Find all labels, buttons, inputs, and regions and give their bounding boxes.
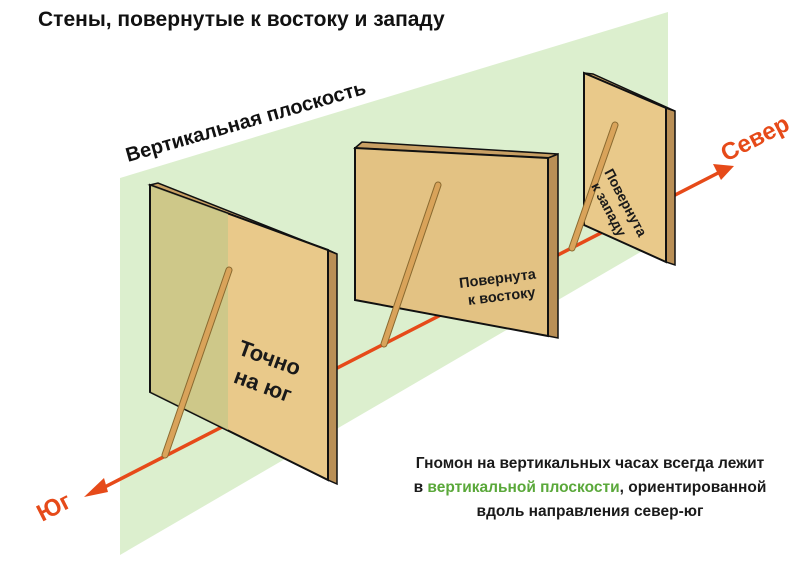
wall-west: Повернута к западу (568, 71, 676, 267)
wall-west-face (583, 71, 667, 264)
south-arrowhead (84, 478, 108, 497)
wall-south-side (327, 248, 338, 486)
wall-east-side (547, 152, 559, 339)
caption-line2-after: , ориентированной (619, 479, 767, 496)
page-title: Стены, повернутые к востоку и западу (38, 8, 445, 31)
north-label: Север (716, 110, 793, 167)
north-arrowhead (713, 164, 734, 180)
wall-west-side (665, 106, 676, 267)
caption-line3: вдоль направления север-юг (476, 503, 704, 520)
caption-line2-before: в (413, 479, 428, 496)
south-label: Юг (32, 488, 75, 528)
wall-east: Повернута к востоку (353, 141, 559, 348)
caption-highlight: вертикальной плоскости (427, 479, 620, 496)
wall-south: Точно на юг (147, 182, 338, 486)
caption: Гномон на вертикальных часах всегда лежи… (392, 452, 788, 524)
wall-south-plane-overlap (151, 186, 228, 430)
caption-line2: в вертикальной плоскости, ориентированно… (392, 476, 788, 500)
caption-line1: Гномон на вертикальных часах всегда лежи… (415, 455, 765, 472)
